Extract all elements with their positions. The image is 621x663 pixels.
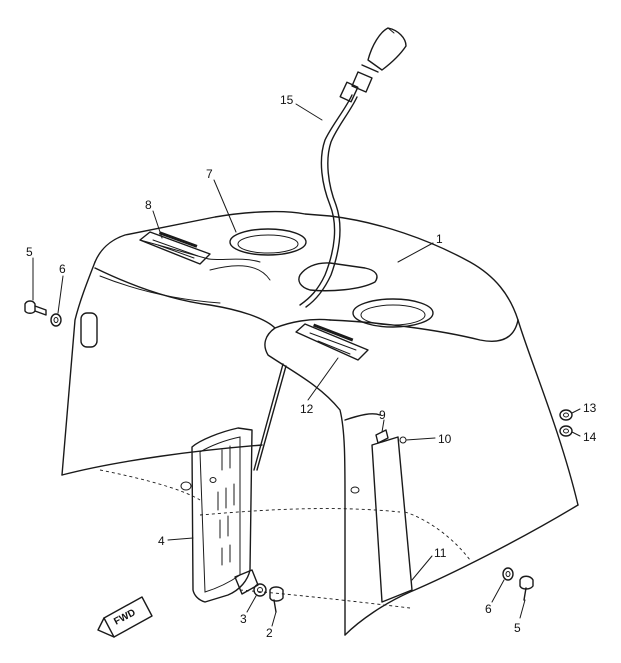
- callout-12: 12: [300, 402, 314, 416]
- washer-3: [253, 583, 267, 597]
- badge-plate-8: [139, 231, 211, 265]
- callout-5-right: 5: [514, 621, 521, 635]
- callout-6-left: 6: [59, 262, 66, 276]
- callout-9: 9: [379, 408, 386, 422]
- callout-6-right: 6: [485, 602, 492, 616]
- nut-13: [559, 409, 573, 421]
- callout-8: 8: [145, 198, 152, 212]
- callout-4: 4: [158, 534, 165, 548]
- badge-plate-12: [295, 323, 369, 361]
- screw-2: [269, 586, 284, 613]
- callout-15: 15: [280, 93, 294, 107]
- screw-5-left: [24, 300, 47, 316]
- callout-5-left: 5: [26, 245, 33, 259]
- washer-6-right: [502, 567, 514, 581]
- callout-13: 13: [583, 401, 597, 415]
- fwd-label: FWD: [112, 607, 137, 627]
- louver-panel-left: [180, 427, 259, 603]
- callout-1: 1: [436, 232, 443, 246]
- washer-6-left: [50, 313, 62, 327]
- screw-5-right: [519, 575, 534, 601]
- callout-3: 3: [240, 612, 247, 626]
- probe-rod: [253, 363, 287, 471]
- callout-14: 14: [583, 430, 597, 444]
- clip-parts-9-10: [375, 429, 407, 444]
- front-cover-shroud: [61, 210, 579, 636]
- leader-lines: [32, 103, 581, 627]
- callout-2: 2: [266, 626, 273, 640]
- callout-7: 7: [206, 167, 213, 181]
- washer-14: [559, 425, 573, 437]
- callout-numbers: 15 7 8 1 5 6 12 9 10 13 14 4 3 2 11 6 5: [26, 93, 597, 640]
- callout-10: 10: [438, 432, 452, 446]
- choke-cable: [299, 27, 407, 308]
- callout-11: 11: [434, 546, 447, 560]
- fwd-direction-tag: FWD: [97, 596, 153, 638]
